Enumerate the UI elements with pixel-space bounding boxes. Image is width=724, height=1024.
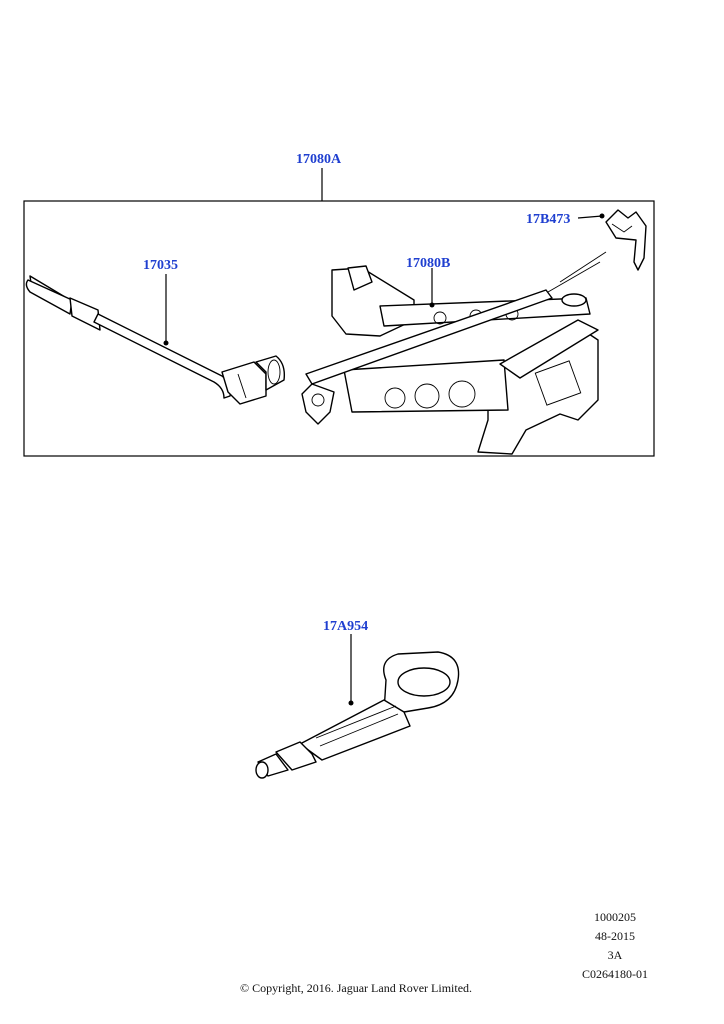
leader-17B473 [577, 215, 603, 219]
clip-illustration [605, 209, 647, 271]
callout-17080A[interactable]: 17080A [296, 152, 342, 167]
meta-line-4: C0264180-01 [582, 967, 648, 981]
scissor-jack-illustration [301, 251, 607, 455]
diagram-reference-block: 1000205 48-2015 3A C0264180-01 [570, 908, 660, 984]
wheel-brace-illustration [25, 275, 286, 405]
meta-line-2: 48-2015 [595, 929, 635, 943]
callout-17080B[interactable]: 17080B [406, 256, 450, 271]
tow-eye-illustration [255, 651, 460, 779]
callout-17B473[interactable]: 17B473 [526, 212, 570, 227]
kit-boundary-box [23, 200, 655, 457]
copyright-notice: © Copyright, 2016. Jaguar Land Rover Lim… [239, 981, 473, 995]
meta-line-1: 1000205 [594, 910, 636, 924]
meta-line-3: 3A [607, 948, 623, 962]
callout-17035[interactable]: 17035 [143, 258, 178, 273]
callout-17A954[interactable]: 17A954 [323, 619, 368, 634]
